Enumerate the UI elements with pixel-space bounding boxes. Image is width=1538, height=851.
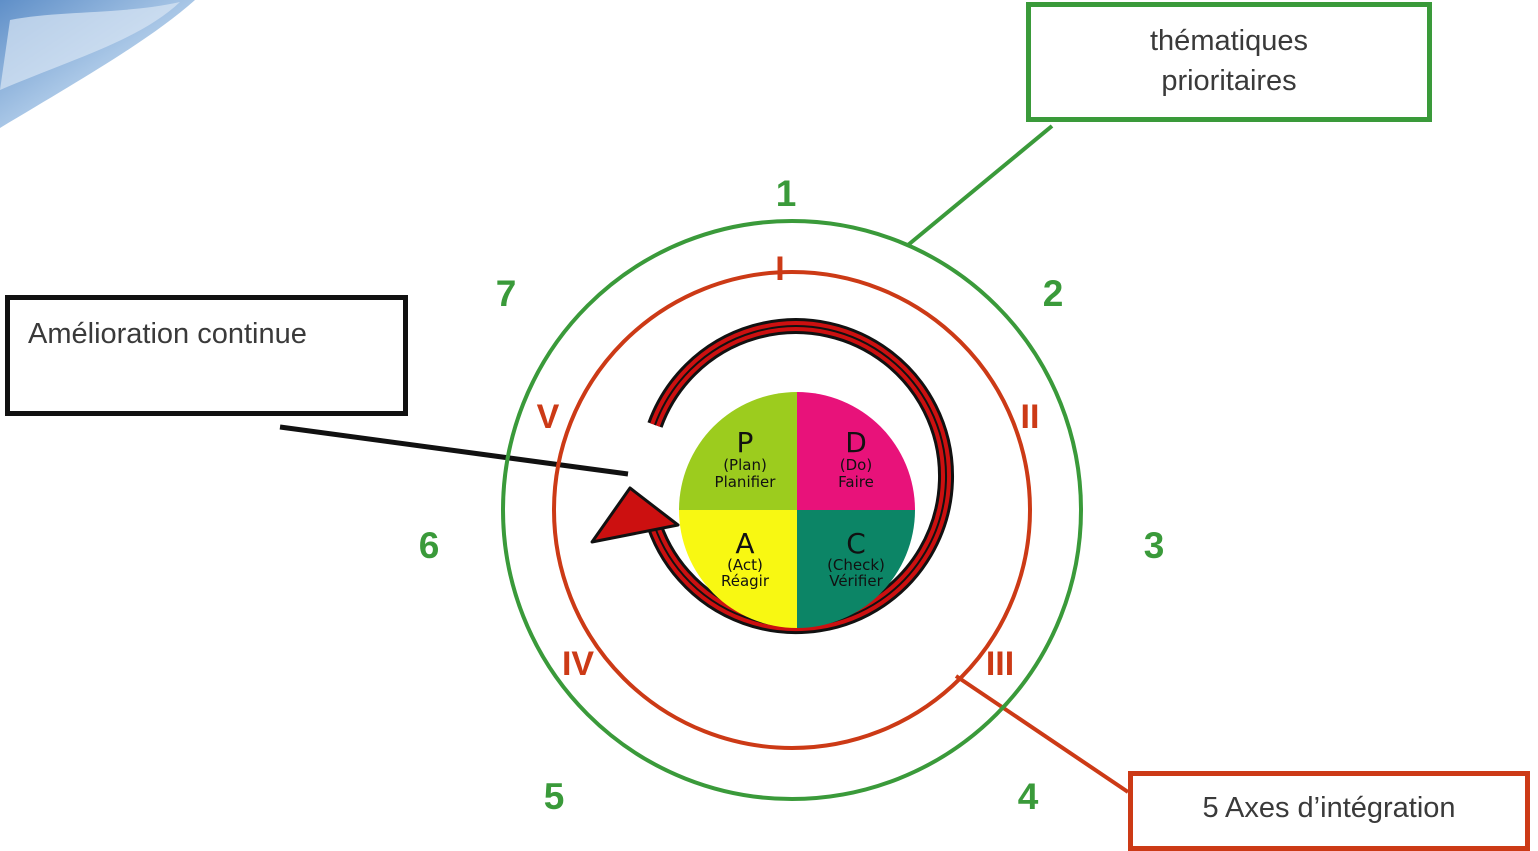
theme-number-3: 3 bbox=[1144, 525, 1165, 566]
act-french: Réagir bbox=[721, 572, 770, 590]
improvement-label-box: Amélioration continue bbox=[5, 295, 408, 416]
check-letter: C bbox=[846, 527, 866, 560]
axis-numeral-3: III bbox=[986, 645, 1014, 683]
do-letter: D bbox=[845, 426, 867, 459]
act-quadrant bbox=[679, 510, 797, 628]
act-letter: A bbox=[735, 527, 754, 560]
plan-quadrant bbox=[679, 392, 797, 510]
check-english: (Check) bbox=[827, 556, 885, 574]
themes-label-line2: prioritaires bbox=[1161, 65, 1297, 97]
axis-numeral-4: IV bbox=[562, 645, 594, 683]
theme-number-6: 6 bbox=[419, 525, 440, 566]
theme-number-5: 5 bbox=[544, 776, 565, 817]
do-english: (Do) bbox=[840, 456, 872, 474]
do-french: Faire bbox=[838, 473, 874, 491]
axis-numeral-1: I bbox=[775, 250, 784, 288]
pdca-wheel: P (Plan) Planifier D (Do) Faire A (Act) … bbox=[679, 392, 915, 628]
improvement-connector-line bbox=[279, 424, 629, 477]
improvement-label: Amélioration continue bbox=[28, 318, 307, 350]
act-english: (Act) bbox=[727, 556, 763, 574]
do-quadrant bbox=[797, 392, 915, 510]
axis-numeral-2: II bbox=[1021, 398, 1040, 436]
outer-ring bbox=[501, 219, 1083, 801]
themes-label-box: thématiques prioritaires bbox=[1026, 2, 1432, 122]
axis-numeral-5: V bbox=[537, 398, 560, 436]
axes-label: 5 Axes d’intégration bbox=[1202, 792, 1456, 824]
earth-cloud-streak bbox=[0, 2, 180, 90]
theme-number-4: 4 bbox=[1018, 776, 1039, 817]
check-quadrant bbox=[797, 510, 915, 628]
plan-english: (Plan) bbox=[723, 456, 767, 474]
axes-connector-line bbox=[954, 674, 1130, 794]
inner-ring bbox=[552, 270, 1032, 750]
check-french: Vérifier bbox=[829, 572, 883, 590]
axes-label-box: 5 Axes d’intégration bbox=[1128, 771, 1530, 851]
themes-label-line1: thématiques bbox=[1150, 25, 1308, 57]
plan-french: Planifier bbox=[715, 473, 777, 491]
theme-number-1: 1 bbox=[776, 173, 797, 214]
plan-letter: P bbox=[737, 426, 754, 459]
cycle-arrowhead bbox=[590, 486, 680, 544]
theme-number-7: 7 bbox=[496, 273, 517, 314]
cycle-arrow bbox=[590, 318, 954, 635]
themes-connector-line bbox=[906, 124, 1054, 247]
theme-number-2: 2 bbox=[1043, 273, 1064, 314]
